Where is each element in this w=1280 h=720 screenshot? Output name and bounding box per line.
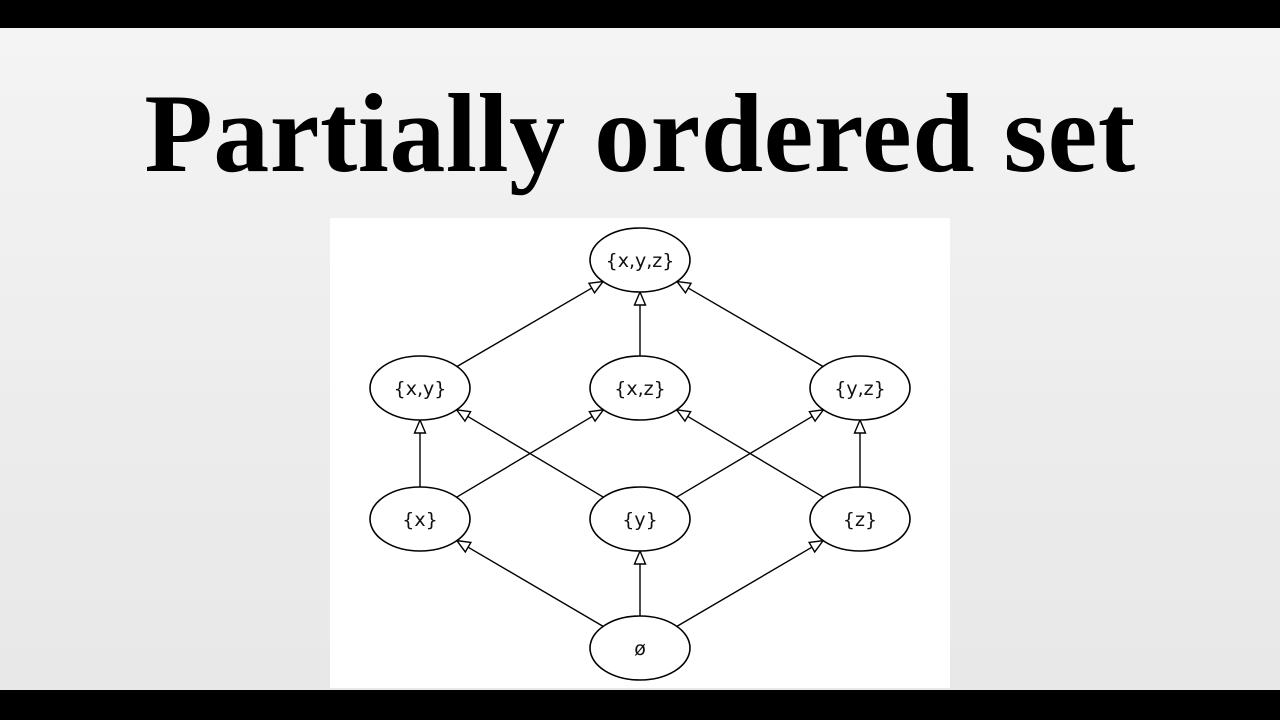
- node-y: {y}: [589, 486, 691, 552]
- node-yz: {y,z}: [809, 355, 911, 421]
- arrowhead-empty-to-x: [455, 539, 472, 554]
- edge-yz-to-xyz: [687, 287, 824, 368]
- arrowhead-z-to-yz: [853, 418, 867, 434]
- arrowhead-x-to-xz: [588, 408, 605, 423]
- node-label-y: {y}: [622, 509, 657, 531]
- node-xyz: {x,y,z}: [589, 227, 691, 293]
- hasse-diagram-panel: {x,y,z} {x,y} {x,z} {y,z} {x} {y} {z} ø: [330, 218, 950, 688]
- node-ellipse-xz: [589, 355, 691, 421]
- node-ellipse-empty: [589, 615, 691, 681]
- edge-z-to-xz: [687, 415, 824, 498]
- edge-empty-to-x: [467, 546, 604, 627]
- node-label-xz: {x,z}: [614, 378, 665, 400]
- arrowhead-x-to-xy: [413, 418, 427, 434]
- arrowhead-xy-to-xyz: [587, 280, 605, 295]
- node-empty: ø: [589, 615, 691, 681]
- hasse-diagram: {x,y,z} {x,y} {x,z} {y,z} {x} {y} {z} ø: [369, 227, 911, 681]
- node-xy: {x,y}: [369, 355, 471, 421]
- edges-layer: [413, 280, 867, 627]
- arrowhead-empty-to-y: [633, 549, 647, 565]
- edge-x-to-xz: [456, 415, 593, 498]
- node-label-yz: {y,z}: [834, 378, 885, 400]
- edge-y-to-xy: [467, 415, 604, 498]
- nodes-layer: {x,y,z} {x,y} {x,z} {y,z} {x} {y} {z} ø: [369, 227, 911, 681]
- edge-xy-to-xyz: [456, 287, 593, 368]
- node-xz: {x,z}: [589, 355, 691, 421]
- node-ellipse-y: [589, 486, 691, 552]
- arrowhead-xz-to-xyz: [633, 290, 647, 306]
- slide-title: Partially ordered set: [144, 72, 1136, 196]
- arrowhead-empty-to-z: [808, 539, 825, 554]
- node-label-empty: ø: [634, 638, 646, 660]
- node-label-xyz: {x,y,z}: [606, 250, 675, 272]
- arrowhead-y-to-xy: [455, 408, 472, 423]
- arrowhead-z-to-xz: [675, 408, 692, 423]
- node-ellipse-z: [809, 486, 911, 552]
- edge-y-to-yz: [676, 415, 813, 498]
- arrowhead-y-to-yz: [808, 408, 825, 423]
- node-label-z: {z}: [843, 509, 877, 531]
- node-label-x: {x}: [402, 509, 437, 531]
- node-label-xy: {x,y}: [394, 378, 447, 400]
- node-ellipse-yz: [809, 355, 911, 421]
- edge-empty-to-z: [676, 546, 813, 627]
- node-ellipse-xy: [369, 355, 471, 421]
- node-ellipse-x: [369, 486, 471, 552]
- arrowhead-yz-to-xyz: [675, 280, 693, 295]
- node-z: {z}: [809, 486, 911, 552]
- node-ellipse-xyz: [589, 227, 691, 293]
- node-x: {x}: [369, 486, 471, 552]
